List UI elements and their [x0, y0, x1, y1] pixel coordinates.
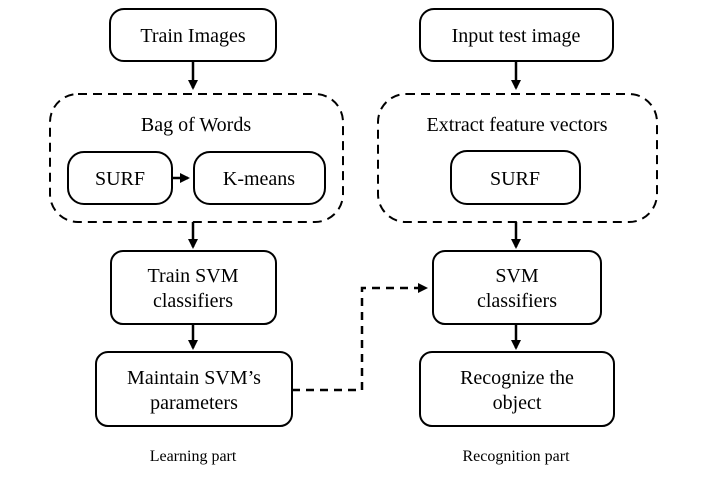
surf-node-learning: SURF — [67, 151, 173, 205]
input-test-image-node: Input test image — [419, 8, 614, 62]
svm-classifiers-node: SVM classifiers — [432, 250, 602, 325]
maintain-label-line2: parameters — [150, 392, 238, 414]
learning-part: Train Images Bag of Words SURF K-means T… — [49, 8, 344, 465]
train-svm-node: Train SVM classifiers — [110, 250, 277, 325]
surf-label-learning: SURF — [95, 168, 145, 190]
train-svm-label-line1: Train SVM — [148, 265, 239, 287]
recognize-label-line2: object — [493, 392, 542, 414]
svm-label-line2: classifiers — [477, 290, 557, 312]
learning-part-caption: Learning part — [150, 448, 237, 465]
extract-features-label: Extract feature vectors — [426, 114, 607, 136]
input-test-image-label: Input test image — [452, 25, 581, 47]
recognition-part: Input test image Extract feature vectors… — [377, 8, 658, 465]
kmeans-node: K-means — [193, 151, 326, 205]
svm-label-line1: SVM — [495, 265, 539, 287]
maintain-label-line1: Maintain SVM’s — [127, 367, 261, 389]
kmeans-label: K-means — [223, 168, 295, 190]
bag-of-words-group: Bag of Words SURF K-means — [49, 93, 344, 223]
bag-of-words-label: Bag of Words — [141, 114, 251, 136]
extract-features-group: Extract feature vectors SURF — [377, 93, 658, 223]
maintain-params-node: Maintain SVM’s parameters — [95, 351, 293, 427]
train-svm-label-line2: classifiers — [153, 290, 233, 312]
recognize-object-node: Recognize the object — [419, 351, 615, 427]
recognition-part-caption: Recognition part — [462, 448, 570, 465]
train-images-label: Train Images — [140, 25, 246, 47]
surf-label-recognition: SURF — [490, 168, 540, 190]
surf-node-recognition: SURF — [450, 150, 581, 205]
recognize-label-line1: Recognize the — [460, 367, 574, 389]
train-images-node: Train Images — [109, 8, 277, 62]
dashed-arrow-params-to-svm — [292, 283, 428, 392]
